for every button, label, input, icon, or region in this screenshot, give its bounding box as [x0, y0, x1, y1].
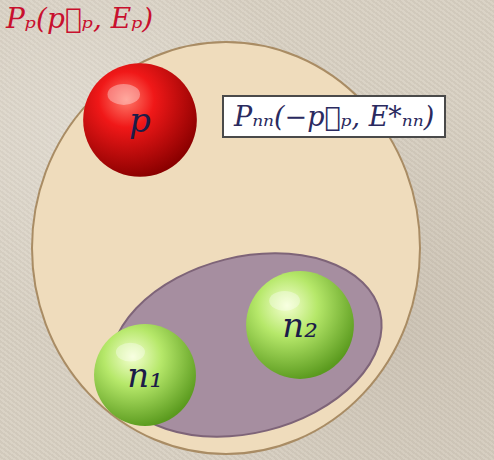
particle-label: n₁ — [127, 355, 163, 395]
momentum-box: Pₙₙ(−p⃗ₚ, E*ₙₙ) — [222, 95, 446, 138]
pair-ellipse: Pₙₙ(−p⃗ₚ, E*ₙₙ)n₁n₂ — [105, 250, 387, 440]
nucleus-circle: Pₚ(p⃗ₚ, Eₚ)pPₙₙ(−p⃗ₚ, E*ₙₙ)n₁n₂ — [30, 40, 422, 456]
particle-circle: n₁ — [93, 323, 197, 427]
particle-label: p — [129, 100, 151, 140]
particle-label: n₂ — [282, 305, 318, 345]
particle-circle: n₂ — [245, 270, 355, 380]
momentum-label: Pₚ(p⃗ₚ, Eₚ) — [6, 2, 153, 35]
particle-circle: p — [82, 62, 198, 178]
